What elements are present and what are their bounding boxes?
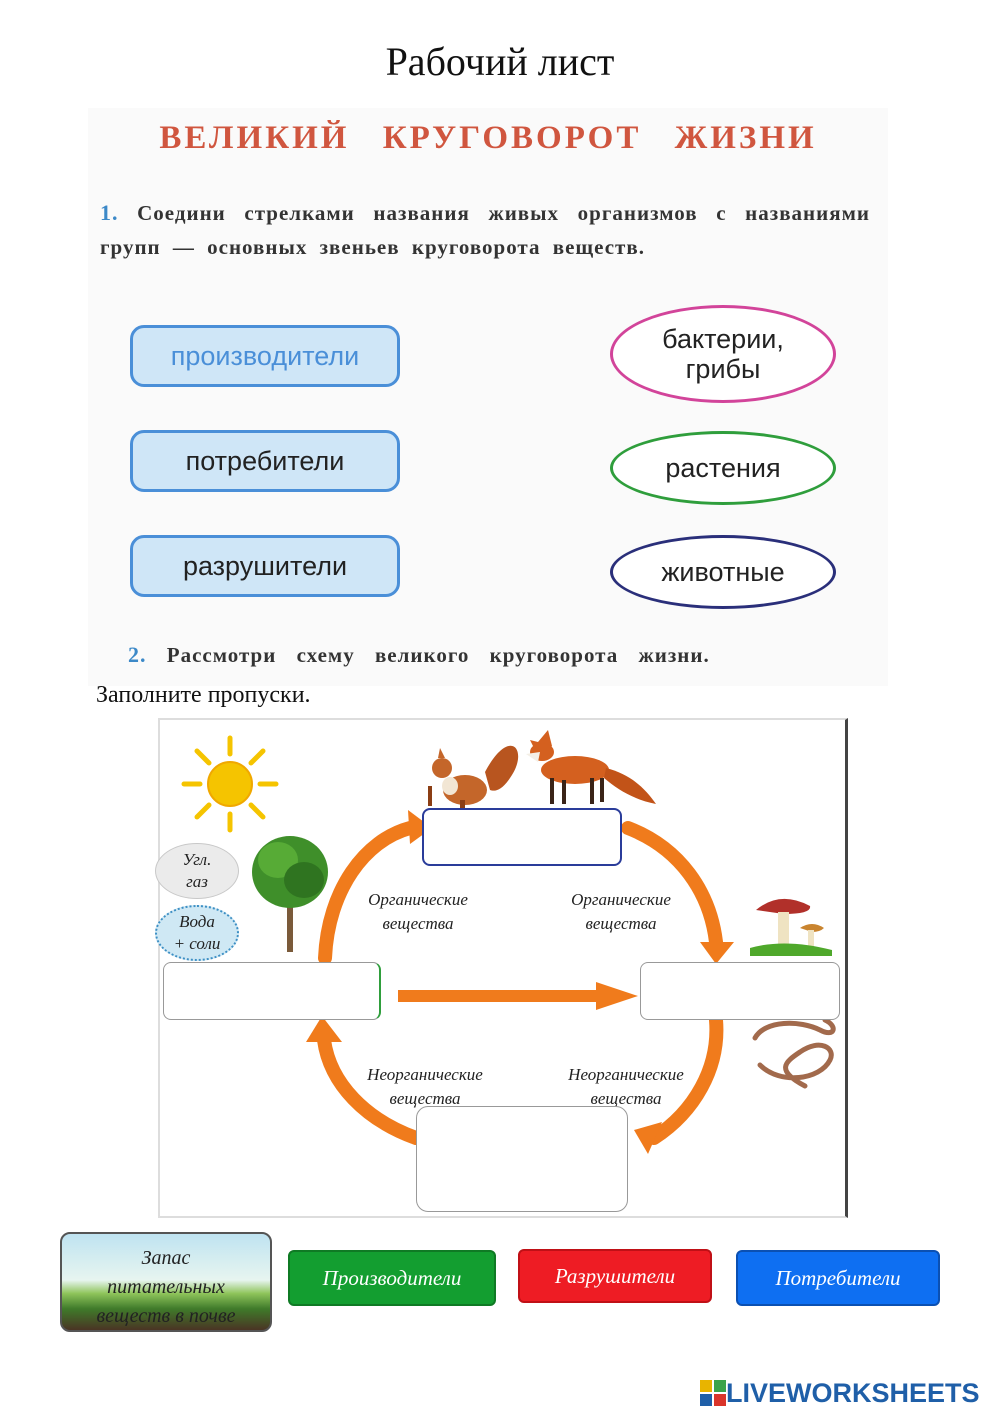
worksheet-heading: ВЕЛИКИЙ КРУГОВОРОТ ЖИЗНИ: [159, 120, 817, 156]
drop-zone-bottom[interactable]: [416, 1106, 628, 1212]
label-organic-right-line2: вещества: [585, 914, 657, 933]
bubble-co2-line2: газ: [186, 872, 208, 891]
label-inorganic-right-line1: Неорганические: [568, 1065, 684, 1084]
tile-soil-line1: Запас: [141, 1247, 191, 1269]
tree-icon: [252, 836, 328, 952]
task-1-number: 1.: [100, 200, 119, 225]
group-producers[interactable]: производители: [130, 325, 400, 387]
task-2: 2. Рассмотри схему великого круговорота …: [128, 642, 828, 668]
cycle-arrows: [317, 821, 724, 1145]
task-1-text: Соедини стрелками названия живых организ…: [100, 201, 871, 259]
bubble-water-salts: Вода + соли: [155, 905, 239, 961]
label-organic-left-line2: вещества: [382, 914, 454, 933]
drop-zone-left[interactable]: [163, 962, 381, 1020]
tile-soil-line3: веществ в почве: [96, 1305, 236, 1327]
task-2-text: Рассмотри схему великого круговорота жиз…: [166, 643, 710, 667]
tile-soil-nutrients[interactable]: Запас питательных веществ в почве: [60, 1232, 272, 1332]
brand-icon: [700, 1380, 726, 1406]
label-inorganic-left-line2: вещества: [389, 1089, 461, 1108]
task-1: 1. Соедини стрелками названия живых орга…: [100, 196, 870, 264]
tile-soil-line2: питательных: [107, 1276, 225, 1298]
organism-bacteria-line2: грибы: [685, 354, 761, 384]
label-inorganic-right-line2: вещества: [590, 1089, 662, 1108]
bubble-water-line2: + соли: [173, 934, 221, 953]
organism-plants[interactable]: растения: [610, 431, 836, 505]
fox-icon: [526, 730, 656, 804]
brand-text: LIVEWORKSHEETS: [726, 1377, 980, 1408]
group-decomposers[interactable]: разрушители: [130, 535, 400, 597]
middle-arrow: [398, 982, 638, 1010]
label-inorganic-left-line1: Неорганические: [367, 1065, 483, 1084]
group-consumers[interactable]: потребители: [130, 430, 400, 492]
bubble-co2-line1: Угл.: [182, 850, 212, 869]
worm-icon: [752, 1017, 836, 1089]
tile-producers[interactable]: Производители: [288, 1250, 496, 1306]
instruction-text: Заполните пропуски.: [96, 682, 311, 708]
organism-animals[interactable]: животные: [610, 535, 836, 609]
brand-logo[interactable]: LIVEWORKSHEETS: [700, 1378, 980, 1408]
drop-zone-right[interactable]: [640, 962, 840, 1020]
squirrel-icon: [428, 745, 519, 808]
task-2-number: 2.: [128, 642, 147, 667]
page-title: Рабочий лист: [385, 39, 615, 84]
mushroom-icon: [750, 898, 832, 956]
drop-zone-top[interactable]: [422, 808, 622, 866]
organism-bacteria-fungi[interactable]: бактерии, грибы: [610, 305, 836, 403]
label-organic-right-line1: Органические: [571, 890, 671, 909]
bubble-water-line1: Вода: [179, 912, 215, 931]
tile-soil-text: Запас питательных веществ в почве: [62, 1244, 270, 1330]
cycle-diagram-art: [181, 730, 836, 1154]
tile-consumers[interactable]: Потребители: [736, 1250, 940, 1306]
label-organic-left-line1: Органические: [368, 890, 468, 909]
organism-bacteria-line1: бактерии,: [662, 324, 784, 354]
arrow-heads: [306, 810, 734, 1154]
label-organic-left: Органические вещества: [343, 888, 493, 936]
label-inorganic-left: Неорганические вещества: [350, 1063, 500, 1111]
tile-decomposers[interactable]: Разрушители: [518, 1249, 712, 1303]
bubble-carbon-dioxide: Угл. газ: [155, 843, 239, 899]
label-inorganic-right: Неорганические вещества: [551, 1063, 701, 1111]
sun-icon: [181, 735, 279, 833]
label-organic-right: Органические вещества: [546, 888, 696, 936]
